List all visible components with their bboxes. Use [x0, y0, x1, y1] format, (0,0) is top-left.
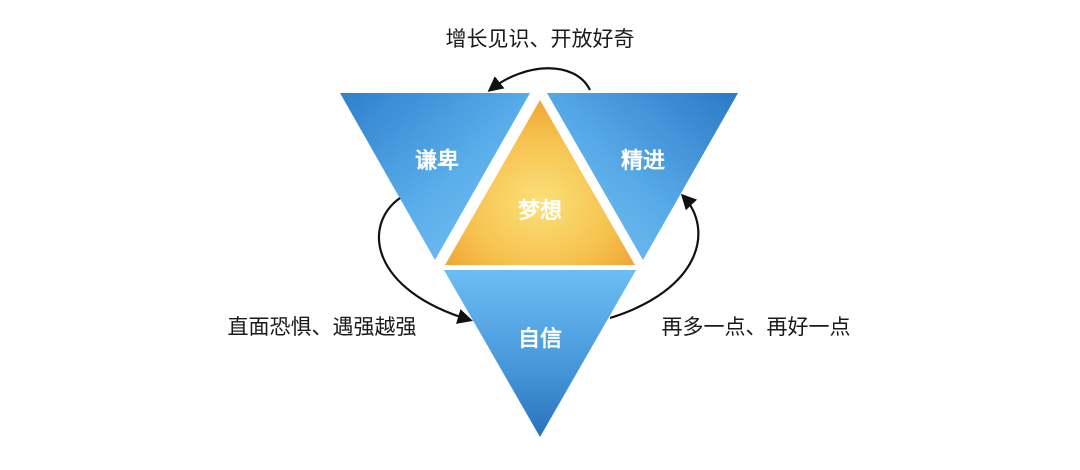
- triangle-dream: [445, 100, 635, 265]
- arrow-right: [609, 193, 700, 320]
- triangle-humility: [340, 93, 530, 260]
- triangle-label-humility: 谦卑: [415, 148, 459, 173]
- triangle-improvement: [547, 93, 738, 260]
- cycle-label-left: 直面恐惧、遇强越强: [228, 316, 417, 339]
- cycle-label-top: 增长见识、开放好奇: [446, 28, 635, 51]
- triangle-label-dream: 梦想: [518, 198, 562, 223]
- arrow-left: [377, 197, 473, 324]
- arrow-top: [487, 67, 591, 92]
- triangle-confidence: [444, 270, 636, 437]
- cycle-label-right: 再多一点、再好一点: [662, 316, 851, 339]
- triangle-label-improvement: 精进: [621, 148, 665, 173]
- triangle-label-confidence: 自信: [518, 326, 562, 351]
